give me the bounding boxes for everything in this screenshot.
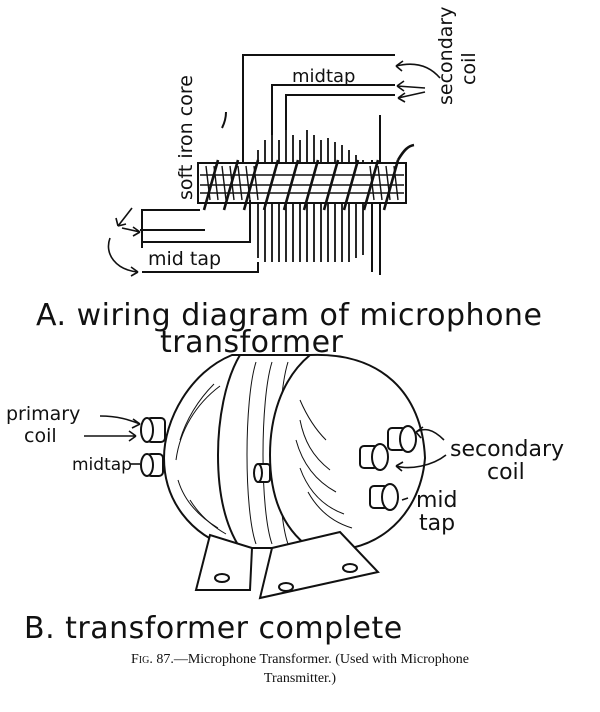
diagram-b-leaders: [84, 415, 447, 501]
figure-caption-line2: Transmitter.): [0, 669, 600, 688]
midtap-left-label: midtap: [72, 455, 132, 475]
midtap-terminal-right: [369, 483, 399, 511]
midtap-top-label: midtap: [292, 66, 355, 87]
transformer-drawing: [140, 353, 427, 600]
primary-lead-top: [141, 209, 200, 248]
diagram-a-title-line1: A. wiring diagram of microphone: [36, 298, 542, 333]
primary-arrows: [107, 207, 141, 277]
left-mounting-bracket: [194, 533, 254, 591]
midtap-terminal-left: [140, 453, 164, 477]
center-terminal: [253, 463, 271, 483]
left-cup-shading: [175, 383, 227, 535]
diagram-b-title: B. transformer complete: [24, 611, 403, 646]
right-cup-shading: [295, 399, 353, 529]
tap-label: tap: [419, 511, 455, 536]
wiring-diagram: [107, 54, 441, 277]
coil-label-top: coil: [458, 52, 480, 85]
primary-label: primary: [6, 403, 80, 425]
coil-right-label: coil: [487, 460, 525, 485]
secondary-coil-label: secondary: [450, 437, 564, 462]
soft-iron-core-label: soft iron core: [175, 75, 197, 200]
secondary-lead-mid: [271, 84, 395, 135]
secondary-lead-outer: [242, 54, 395, 200]
figure-number: Fig. 87.: [131, 652, 174, 667]
secondary-arrows: [395, 60, 441, 103]
caption-line1: —Microphone Transformer. (Used with Micr…: [173, 652, 469, 667]
secondary-terminal-1: [387, 425, 417, 453]
mid-label: mid: [416, 488, 458, 513]
right-mounting-bracket: [258, 530, 380, 600]
transformer-right-cup: [268, 353, 427, 552]
coil-left-label: coil: [24, 425, 57, 447]
primary-coil-windings: [202, 143, 415, 211]
secondary-terminal-2: [359, 443, 389, 471]
midtap-bottom-label: mid tap: [148, 248, 221, 270]
primary-terminal: [140, 417, 166, 443]
caption-line2: Transmitter.): [263, 671, 337, 686]
secondary-label: secondary: [435, 7, 457, 105]
secondary-lead-inner: [285, 94, 395, 130]
figure-caption: Fig. 87.—Microphone Transformer. (Used w…: [0, 650, 600, 669]
primary-lead-mid: [142, 200, 251, 243]
primary-lead-bottom: [142, 262, 259, 273]
